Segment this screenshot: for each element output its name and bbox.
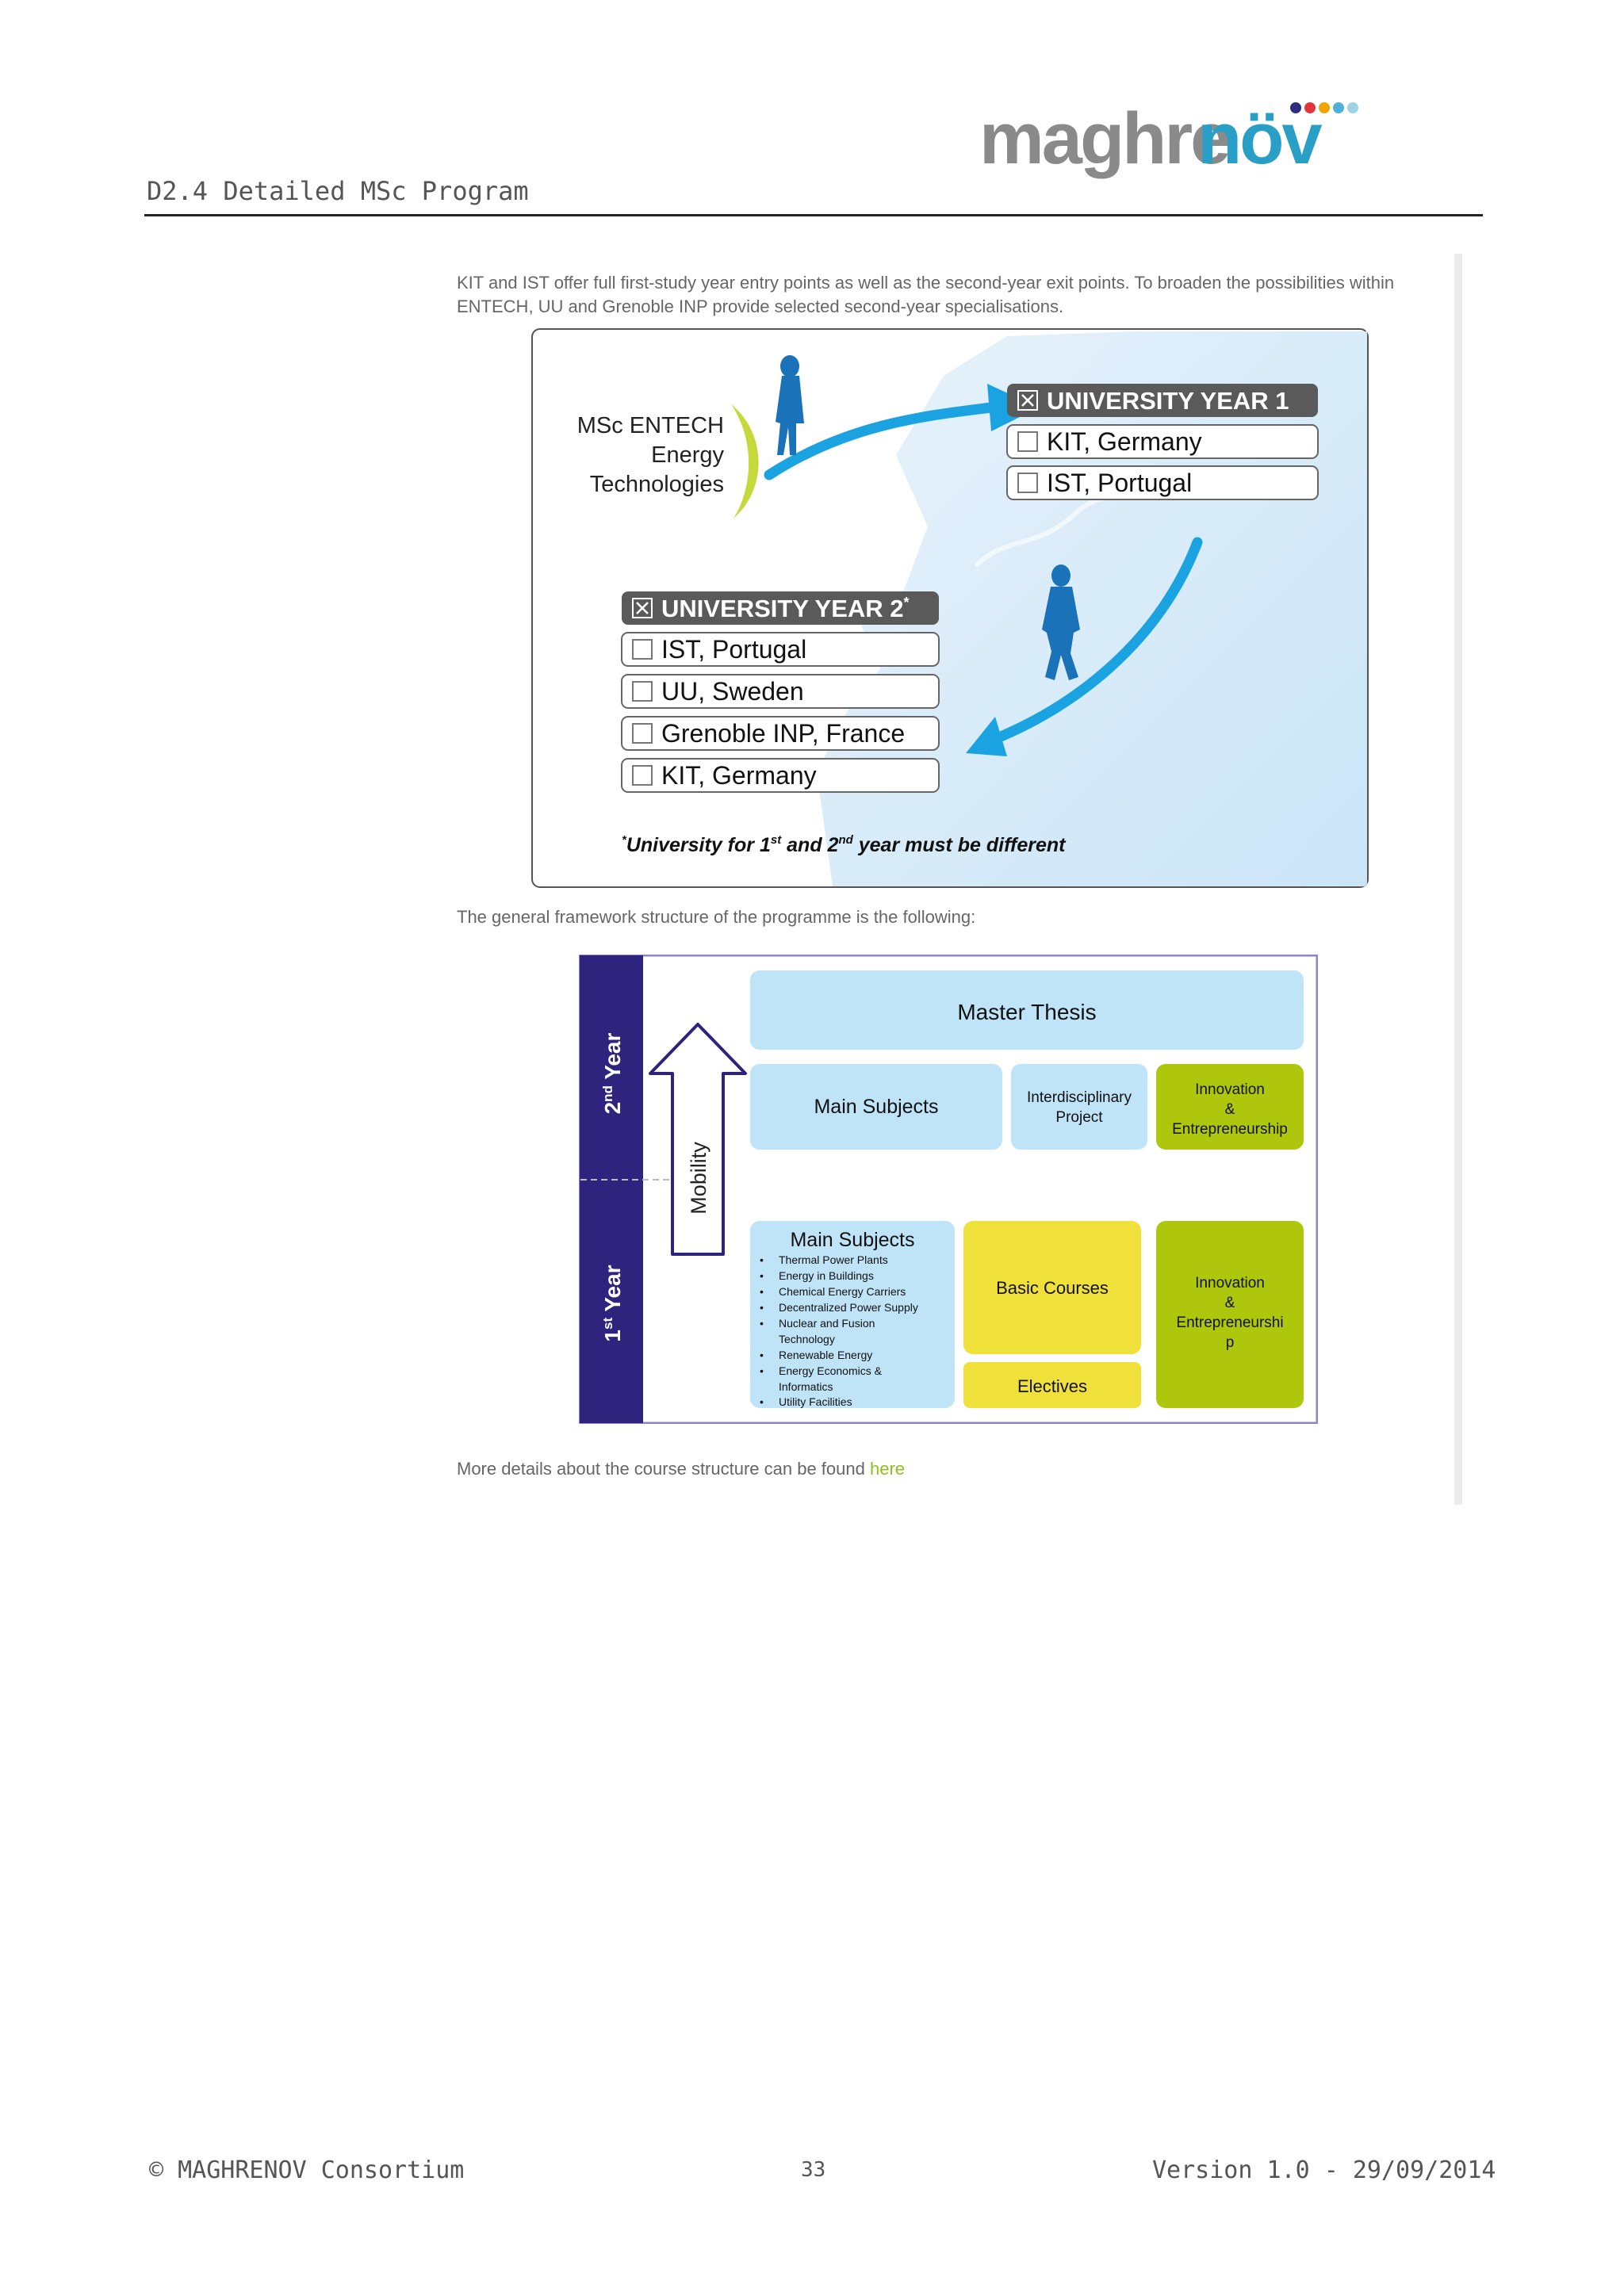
maghrenov-logo: maghre növ xyxy=(979,98,1358,179)
year1-label: 1st Year xyxy=(600,1265,625,1341)
program-line-2: Energy xyxy=(651,442,724,468)
year2-header: UNIVERSITY YEAR 2* xyxy=(622,591,939,625)
more-details-text: More details about the course structure … xyxy=(457,1459,870,1479)
list-item: Energy in Buildings xyxy=(779,1269,874,1282)
checkbox-icon xyxy=(632,723,653,744)
svg-text:•: • xyxy=(760,1301,764,1314)
logo-text-blue: növ xyxy=(1197,98,1322,179)
logo-dots xyxy=(1290,102,1358,113)
interdisciplinary-line-2: Project xyxy=(1055,1109,1103,1126)
footer-version: Version 1.0 - 29/09/2014 xyxy=(1152,2156,1496,2184)
mobility-label: Mobility xyxy=(687,1142,710,1215)
mobility-footnote: *University for 1st and 2nd year must be… xyxy=(622,833,1067,856)
innovation-y1-block xyxy=(1156,1221,1304,1408)
list-item: Renewable Energy xyxy=(779,1349,872,1361)
walker-female-icon xyxy=(776,355,804,455)
yellow-bracket xyxy=(731,404,759,519)
year2-title: UNIVERSITY YEAR 2 xyxy=(661,595,904,622)
footer-page-number: 33 xyxy=(801,2158,826,2182)
year1-header: UNIVERSITY YEAR 1 xyxy=(1007,384,1318,417)
main-subjects-y2-block xyxy=(750,1064,1002,1150)
electives-label: Electives xyxy=(1017,1376,1087,1396)
master-thesis-block xyxy=(750,970,1304,1050)
innovation-y1-line-2: & xyxy=(1225,1295,1235,1311)
footer-copyright: © MAGHRENOV Consortium xyxy=(149,2156,465,2184)
basic-courses-block xyxy=(963,1221,1141,1354)
year1-title: UNIVERSITY YEAR 1 xyxy=(1047,387,1289,415)
list-item: Decentralized Power Supply xyxy=(779,1301,918,1314)
list-item: Energy Economics & xyxy=(779,1364,883,1377)
year2-option-4: KIT, Germany xyxy=(621,758,940,793)
year2-label: 2nd Year xyxy=(600,1032,625,1114)
year2-option-2-label: UU, Sweden xyxy=(661,677,804,706)
logo-text-grey: maghre xyxy=(979,98,1229,179)
walker-male-icon xyxy=(1042,564,1080,680)
embedded-scrollbar xyxy=(1454,254,1462,1505)
program-line-1: MSc ENTECH xyxy=(577,413,724,438)
electives-block xyxy=(963,1362,1141,1408)
year1-option-1: KIT, Germany xyxy=(1006,424,1319,459)
year2-option-3-label: Grenoble INP, France xyxy=(661,719,905,748)
innovation-y2-line-1: Innovation xyxy=(1195,1081,1265,1098)
more-details-paragraph: More details about the course structure … xyxy=(457,1457,905,1481)
innovation-y1-line-3: Entrepreneurshi xyxy=(1176,1314,1283,1331)
program-line-3: Technologies xyxy=(590,472,724,497)
innovation-y2-block xyxy=(1156,1064,1304,1150)
interdisciplinary-line-1: Interdisciplinary xyxy=(1027,1089,1132,1106)
year2-option-1: IST, Portugal xyxy=(621,632,940,667)
innovation-y2-line-2: & xyxy=(1225,1101,1235,1118)
svg-text:•: • xyxy=(760,1317,764,1330)
list-item: Chemical Energy Carriers xyxy=(779,1285,906,1298)
intro-paragraph: KIT and IST offer full first-study year … xyxy=(457,273,1395,316)
svg-text:•: • xyxy=(760,1269,764,1282)
list-item: Utility Facilities xyxy=(779,1395,852,1408)
framework-paragraph: The general framework structure of the p… xyxy=(457,907,976,927)
interdisciplinary-block xyxy=(1011,1064,1147,1150)
here-link[interactable]: here xyxy=(869,1459,906,1479)
checkbox-icon xyxy=(632,681,653,702)
mobility-figure: MSc ENTECH Energy Technologies UNIVERSIT… xyxy=(531,328,1369,888)
arrow-year1 xyxy=(764,402,997,480)
master-thesis-label: Master Thesis xyxy=(957,1000,1096,1024)
svg-text:•: • xyxy=(760,1253,764,1266)
checkbox-icon xyxy=(1017,473,1038,493)
checkbox-icon xyxy=(632,639,653,660)
mobility-arrow-icon xyxy=(649,1023,747,1256)
innovation-y1-line-1: Innovation xyxy=(1195,1275,1265,1292)
checkbox-icon xyxy=(632,765,653,786)
year1-option-2-label: IST, Portugal xyxy=(1047,469,1192,497)
main-subjects-y1-title: Main Subjects xyxy=(790,1229,914,1251)
svg-text:•: • xyxy=(760,1395,764,1408)
year2-title-mark: * xyxy=(904,595,910,610)
main-subjects-y1-list: • Thermal Power Plants • Energy in Buildin… xyxy=(760,1253,918,1408)
framework-figure: 2nd Year 1st Year Mobility Master Thesis… xyxy=(579,955,1318,1424)
svg-text:•: • xyxy=(760,1349,764,1361)
year1-option-2: IST, Portugal xyxy=(1006,465,1319,500)
innovation-y1-line-4: p xyxy=(1226,1334,1235,1351)
year-sidebar xyxy=(580,955,643,1423)
year2-option-3: Grenoble INP, France xyxy=(621,716,940,751)
header-divider xyxy=(144,214,1483,216)
svg-text:•: • xyxy=(760,1364,764,1377)
svg-text:•: • xyxy=(760,1285,764,1298)
document-title: D2.4 Detailed MSc Program xyxy=(147,176,529,206)
arrow-year2 xyxy=(986,537,1203,746)
year2-option-2: UU, Sweden xyxy=(621,674,940,709)
year2-option-1-label: IST, Portugal xyxy=(661,635,806,664)
main-subjects-y1-block xyxy=(750,1221,955,1408)
list-item: Informatics xyxy=(779,1380,833,1393)
checkbox-icon xyxy=(1017,431,1038,452)
year2-option-4-label: KIT, Germany xyxy=(661,761,817,790)
svg-text:UNIVERSITY YEAR 2*: UNIVERSITY YEAR 2* xyxy=(661,595,910,622)
list-item: Technology xyxy=(779,1333,835,1345)
main-subjects-y2-label: Main Subjects xyxy=(814,1096,938,1118)
basic-courses-label: Basic Courses xyxy=(996,1278,1109,1298)
innovation-y2-line-3: Entrepreneurship xyxy=(1172,1121,1288,1138)
year1-option-1-label: KIT, Germany xyxy=(1047,427,1202,456)
list-item: Nuclear and Fusion xyxy=(779,1317,875,1330)
list-item: Thermal Power Plants xyxy=(779,1253,888,1266)
